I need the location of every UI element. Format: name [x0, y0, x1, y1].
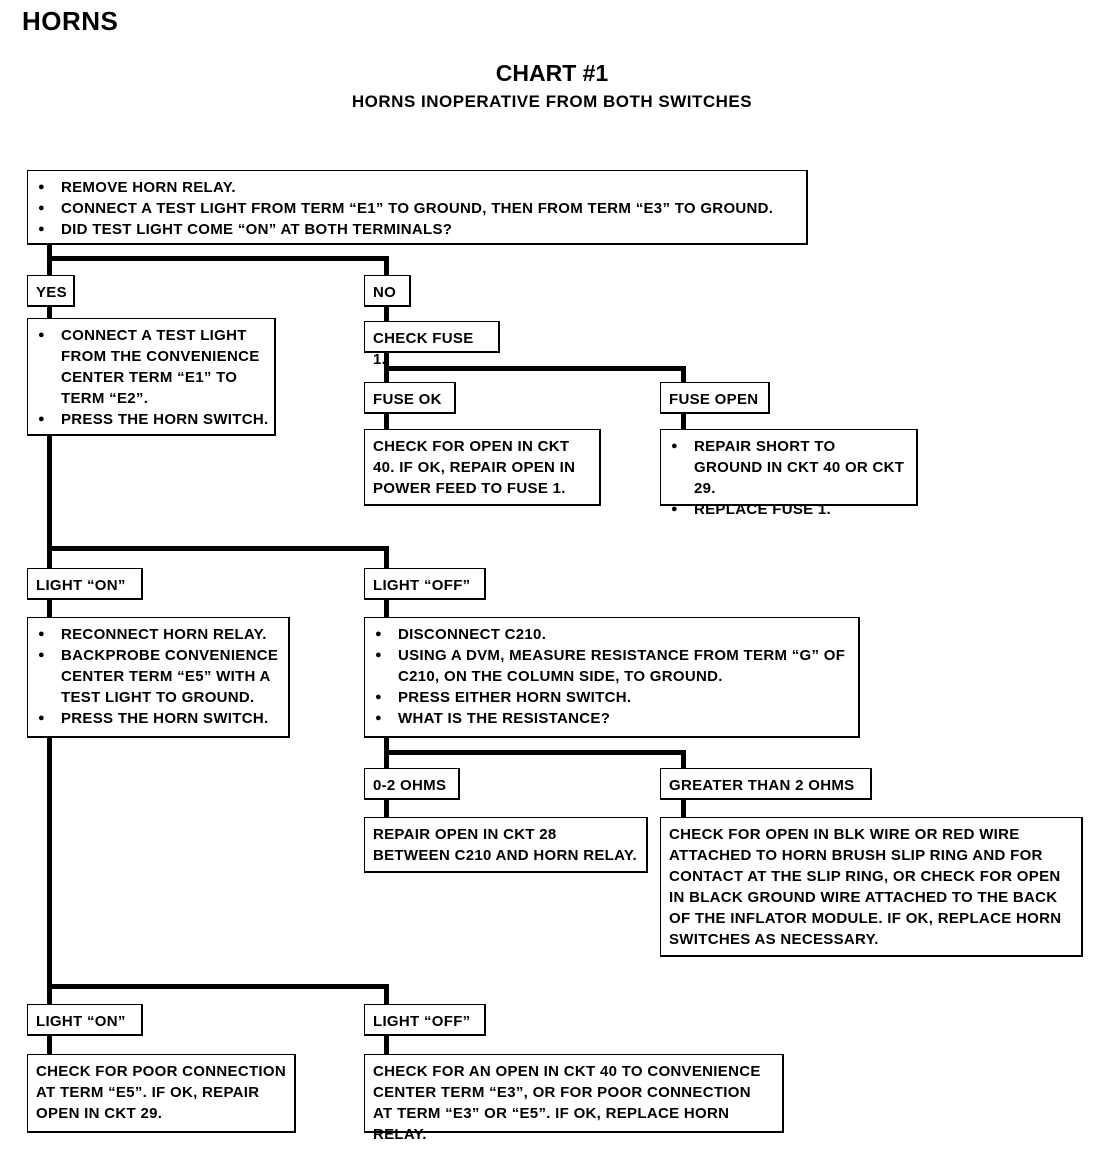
fuse-ok-step-box: CHECK FOR OPEN IN CKT 40. IF OK, REPAIR …: [364, 429, 601, 506]
light-on-label: LIGHT “ON”: [27, 568, 143, 600]
light-on-step-box: RECONNECT HORN RELAY. BACKPROBE CONVENIE…: [27, 617, 290, 738]
connector: [47, 1034, 52, 1055]
fuse-open-step-box: REPAIR SHORT TO GROUND IN CKT 40 OR CKT …: [660, 429, 918, 520]
connector: [47, 984, 389, 989]
no-label: NO: [364, 275, 411, 307]
start-step-item: DID TEST LIGHT COME “ON” AT BOTH TERMINA…: [36, 219, 798, 240]
yes-label: YES: [27, 275, 75, 307]
yes-step-box: CONNECT A TEST LIGHT FROM THE CONVENIENC…: [27, 318, 276, 436]
check-fuse-box: CHECK FUSE 1.: [364, 321, 500, 368]
light-off-step-item: USING A DVM, MEASURE RESISTANCE FROM TER…: [373, 645, 854, 687]
connector: [384, 256, 389, 276]
connector: [384, 984, 389, 1006]
yes-step-item: CONNECT A TEST LIGHT FROM THE CONVENIENC…: [36, 325, 270, 409]
connector: [384, 546, 389, 569]
light-off-label: LIGHT “OFF”: [364, 1004, 486, 1036]
fuse-open-label: FUSE OPEN: [660, 382, 770, 414]
connector: [384, 597, 389, 618]
connector: [384, 798, 389, 818]
light-off-label: LIGHT “OFF”: [364, 568, 486, 600]
connector: [384, 1034, 389, 1055]
light-on-final-step-box: CHECK FOR POOR CONNECTION AT TERM “E5”. …: [27, 1054, 296, 1133]
start-step-item: CONNECT A TEST LIGHT FROM TERM “E1” TO G…: [36, 198, 798, 219]
ohms-low-label: 0-2 OHMS: [364, 768, 460, 800]
light-off-final-step-box: CHECK FOR AN OPEN IN CKT 40 TO CONVENIEN…: [364, 1054, 784, 1143]
light-on-label: LIGHT “ON”: [27, 1004, 143, 1036]
ohms-high-step-box: CHECK FOR OPEN IN BLK WIRE OR RED WIRE A…: [660, 817, 1083, 957]
chart-title: CHART #1: [495, 60, 609, 86]
connector: [47, 434, 52, 569]
connector: [47, 597, 52, 618]
light-on-step-item: RECONNECT HORN RELAY.: [36, 624, 284, 645]
connector: [681, 798, 686, 818]
fuse-ok-label: FUSE OK: [364, 382, 456, 414]
connector: [384, 366, 686, 371]
connector: [681, 750, 686, 769]
section-title: HORNS: [22, 6, 119, 36]
light-off-step-item: DISCONNECT C210.: [373, 624, 854, 645]
connector: [384, 750, 686, 755]
ohms-high-label: GREATER THAN 2 OHMS: [660, 768, 872, 800]
connector: [47, 546, 389, 551]
connector: [384, 305, 389, 322]
ohms-low-step-box: REPAIR OPEN IN CKT 28 BETWEEN C210 AND H…: [364, 817, 648, 873]
fuse-open-step-item: REPLACE FUSE 1.: [669, 499, 908, 520]
light-off-step-item: WHAT IS THE RESISTANCE?: [373, 708, 854, 729]
start-step-item: REMOVE HORN RELAY.: [36, 177, 798, 198]
light-off-step-item: PRESS EITHER HORN SWITCH.: [373, 687, 854, 708]
start-step-box: REMOVE HORN RELAY. CONNECT A TEST LIGHT …: [27, 170, 808, 245]
light-on-step-item: BACKPROBE CONVENIENCE CENTER TERM “E5” W…: [36, 645, 284, 708]
connector: [681, 412, 686, 430]
fuse-open-step-item: REPAIR SHORT TO GROUND IN CKT 40 OR CKT …: [669, 436, 908, 499]
connector: [384, 412, 389, 430]
connector: [47, 305, 52, 319]
chart-subtitle: HORNS INOPERATIVE FROM BOTH SWITCHES: [351, 92, 753, 111]
connector: [47, 256, 389, 261]
connector: [47, 736, 52, 1006]
light-on-step-item: PRESS THE HORN SWITCH.: [36, 708, 284, 729]
yes-step-item: PRESS THE HORN SWITCH.: [36, 409, 270, 430]
light-off-step-box: DISCONNECT C210. USING A DVM, MEASURE RE…: [364, 617, 860, 738]
connector: [681, 366, 686, 383]
